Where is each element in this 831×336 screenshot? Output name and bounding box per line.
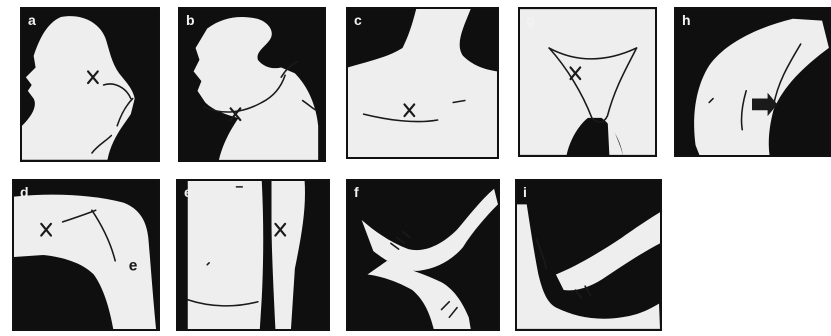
panel-label-i: i (523, 184, 527, 200)
knee-illustration (676, 9, 829, 155)
panel-h: h (674, 7, 831, 157)
face-profile-illustration (22, 9, 158, 160)
panel-label-c: c (354, 12, 362, 28)
panel-b: b (178, 7, 326, 162)
panel-f: f (346, 179, 500, 331)
panel-label-e: e (184, 184, 192, 200)
panel-g: g (518, 7, 657, 157)
chest-illustration (348, 9, 497, 157)
panel-c: c (346, 7, 499, 159)
groin-illustration (520, 9, 655, 155)
mark-label-e: e (129, 258, 138, 275)
panel-label-d: d (20, 184, 29, 200)
torso-illustration (178, 181, 328, 329)
panel-i: i (515, 179, 662, 331)
panel-a: a (20, 7, 160, 162)
panel-label-g: g (526, 12, 535, 28)
panel-d: d e (12, 179, 160, 331)
shoulder-illustration: e (14, 181, 158, 329)
panel-label-h: h (682, 12, 691, 28)
panel-label-f: f (354, 184, 359, 200)
panel-label-b: b (186, 12, 195, 28)
panel-e: e (176, 179, 330, 331)
foot-illustration (517, 181, 660, 329)
panel-label-a: a (28, 12, 36, 28)
neck-illustration (180, 9, 324, 160)
wrist-illustration (348, 181, 498, 329)
